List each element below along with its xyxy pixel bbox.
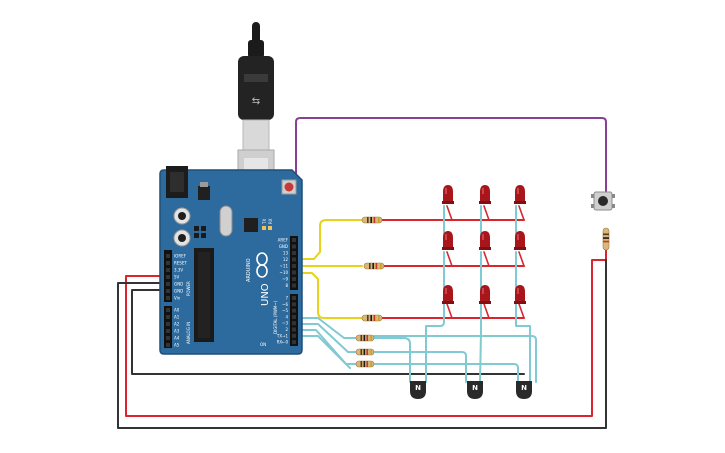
transistor-label: N (521, 384, 527, 392)
tx-led-label: TX (262, 219, 267, 225)
digital-pin-label: 8 (285, 283, 288, 288)
analog-pin-label: A2 (174, 322, 180, 327)
digital-pin-label: 13 (283, 251, 289, 256)
resistor[interactable] (361, 216, 383, 224)
led[interactable] (479, 185, 491, 204)
digital-pin-label: TX→1 (276, 333, 289, 338)
npn-transistor[interactable]: N (410, 381, 426, 399)
wire-cyan-base1[interactable] (295, 317, 357, 339)
usb-cable: ⇆ (237, 22, 275, 195)
wire-purple-pushbutton[interactable] (295, 117, 607, 259)
power-pin-label: GND (174, 289, 183, 294)
wire-cyan-base2-out[interactable] (373, 351, 467, 383)
led[interactable] (479, 285, 491, 304)
on-led-label: ON (260, 342, 266, 347)
digital-pin-label: ~11 (280, 264, 289, 269)
analog-header-title: ANALOG IN (186, 322, 191, 344)
digital-pin-label: 12 (283, 257, 289, 262)
digital-header-bottom (290, 294, 298, 346)
wire-cyan-base2[interactable] (295, 323, 357, 353)
wire-yellow-row1[interactable] (293, 219, 363, 260)
transistor-label: N (415, 384, 421, 392)
wire-black-gnd-outer[interactable] (117, 259, 607, 429)
reset-button[interactable] (284, 182, 294, 192)
wire-cyan-base1-out[interactable] (373, 337, 411, 383)
led[interactable] (442, 185, 454, 204)
power-pin-label: 3.3V (174, 268, 183, 273)
wire-cyan-base3[interactable] (295, 329, 357, 365)
power-pin-label: IOREF (174, 254, 187, 259)
resistor[interactable] (355, 334, 375, 342)
digital-pin-label: ~9 (282, 277, 288, 282)
resistor[interactable] (363, 262, 385, 270)
led[interactable] (514, 185, 526, 204)
digital-pin-label: AREF (278, 238, 289, 243)
resistor[interactable] (602, 227, 610, 251)
power-pin-label: GND (174, 282, 183, 287)
model-label: UNO (260, 283, 271, 306)
digital-pin-label: 2 (285, 327, 288, 332)
digital-pin-label: ~3 (282, 321, 288, 326)
wire-cyan-column1[interactable] (425, 205, 445, 383)
digital-pin-label: 4 (285, 314, 288, 319)
resistor[interactable] (361, 314, 383, 322)
digital-pin-label: 7 (285, 296, 288, 301)
npn-transistor[interactable]: N (467, 381, 483, 399)
wire-black-gnd-transistors[interactable] (131, 289, 525, 375)
power-pin-label: 5V (174, 275, 180, 280)
analog-pin-label: A3 (174, 329, 180, 334)
digital-header-top (290, 236, 298, 290)
analog-pin-label: A4 (174, 336, 180, 341)
resistors (355, 216, 610, 368)
led[interactable] (514, 285, 526, 304)
svg-text:⇆: ⇆ (252, 96, 260, 107)
power-pin-label: Vin (174, 296, 181, 301)
arduino-uno-board[interactable]: ARDUINO UNO TX RX ON IOREF RESET 3.3V 5V GND… (159, 166, 303, 355)
wire-cyan-base3-out[interactable] (373, 363, 519, 383)
npn-transistor[interactable]: N (516, 381, 532, 399)
pushbutton[interactable] (591, 191, 615, 211)
led[interactable] (442, 285, 454, 304)
led-matrix (442, 185, 526, 304)
brand-label: ARDUINO (246, 258, 252, 282)
led[interactable] (514, 231, 526, 250)
analog-pin-label: A1 (174, 315, 180, 320)
resistor[interactable] (355, 348, 375, 356)
digital-pin-label: ~5 (282, 308, 288, 313)
digital-header-title: DIGITAL (PWM~) (273, 300, 278, 334)
analog-pin-label: A5 (174, 343, 180, 348)
power-pin-label: RESET (174, 261, 187, 266)
rx-led-label: RX (268, 218, 273, 224)
arduino-logo (256, 252, 268, 278)
led[interactable] (442, 231, 454, 250)
resistor[interactable] (355, 360, 375, 368)
analog-header (164, 306, 172, 348)
analog-pin-label: A0 (174, 308, 180, 313)
digital-pin-label: ~6 (282, 302, 288, 307)
digital-pin-label: ~10 (280, 270, 289, 275)
wire-yellow-row3[interactable] (293, 272, 363, 319)
transistor-label: N (472, 384, 478, 392)
power-header-title: POWER (186, 281, 191, 296)
digital-pin-label: GND (279, 244, 288, 249)
digital-pin-label: RX←0 (277, 340, 289, 345)
led[interactable] (479, 231, 491, 250)
crystal (219, 205, 233, 237)
